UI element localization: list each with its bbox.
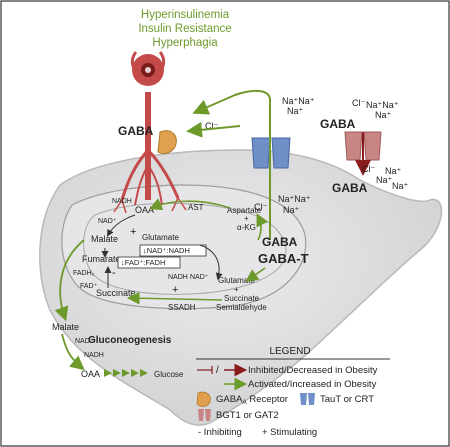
legend-bgt1: BGT1 or GAT2: [216, 410, 279, 421]
nad-top: NAD⁺: [98, 218, 117, 225]
legend-inhibiting: - Inhibiting: [198, 427, 242, 438]
plus-mid-sign: +: [172, 284, 178, 296]
legend-receptor-text: GABAA Receptor: [216, 394, 288, 406]
arrow-gaba-efflux: [192, 89, 271, 240]
gaba-a-receptor-icon: [157, 130, 177, 155]
legend-stimulating: + Stimulating: [262, 427, 317, 438]
legend-receptor-icon: [196, 391, 211, 407]
na-mid-2: Na⁺: [283, 205, 300, 215]
ratio-nad: ↓NAD⁺:NADH: [143, 246, 190, 255]
legend-bgt1-icon: [198, 409, 211, 421]
na-top-2: Na⁺: [287, 106, 304, 116]
plus-aspartate: +: [244, 214, 249, 223]
succinate-top: Succinate: [96, 288, 136, 298]
legend-inhibited: Inhibited/Decreased in Obesity: [248, 365, 378, 376]
arrow-cl-to-receptor: [186, 121, 241, 138]
gluconeogenesis: Gluconeogenesis: [88, 335, 172, 346]
malate-bottom: Malate: [52, 322, 79, 332]
legend-receptor-suffix: Receptor: [247, 394, 288, 405]
alpha-kg: α-KG: [237, 223, 256, 232]
legend-taut-icon: [300, 393, 315, 405]
na-top: Na⁺Na⁺: [282, 96, 315, 106]
nadh-mid: NADH: [168, 274, 188, 281]
fad: FAD⁺: [80, 283, 98, 290]
legend: LEGEND / Inhibited/Decreased in Obesity …: [196, 346, 390, 438]
gaba-label-right-top: GABA: [320, 117, 356, 131]
header-hyperinsulinemia: Hyperinsulinemia: [141, 9, 230, 21]
taut-crt-transporter-icon: [251, 137, 291, 169]
plus-mid: +: [234, 285, 239, 294]
header-hyperphagia: Hyperphagia: [152, 37, 218, 49]
arrow-ssadh: [126, 291, 223, 305]
cl-right-top: Cl⁻: [352, 98, 365, 108]
cl-label-receptor: Cl⁻: [205, 121, 218, 131]
minus-fumarate: -: [112, 267, 116, 279]
legend-slash: /: [216, 365, 219, 376]
arrow-oaa-malate: [107, 214, 136, 237]
legend-activated: Activated/Increased in Obesity: [248, 379, 377, 390]
semialdehyde: Semialdehyde: [216, 303, 267, 312]
glutamate-mid: Glutamate: [218, 276, 255, 285]
arrow-malate-exit: [54, 239, 85, 322]
cl-right-bottom: Cl⁻: [362, 164, 375, 174]
arrow-aspartate-to-oaa: [149, 198, 231, 210]
glucose: Glucose: [154, 370, 184, 379]
ssadh: SSADH: [168, 303, 196, 312]
legend-receptor-prefix: GABA: [216, 394, 243, 405]
na-right-top-2: Na⁺: [375, 110, 392, 120]
nad-bottom: NAD⁺: [75, 338, 94, 345]
legend-receptor-sub: A: [242, 399, 247, 406]
nadh-bottom: NADH: [84, 352, 104, 359]
gaba-t-label: GABA-T: [258, 251, 309, 266]
na-right-bottom-1: Na⁺: [385, 166, 402, 176]
gaba-label-receptor: GABA: [118, 124, 154, 138]
fadh2: FADH₂: [73, 270, 95, 277]
oaa-bottom: OAA: [81, 369, 100, 379]
succinate-semi: Succinate: [224, 294, 260, 303]
header-insulin-resistance: Insulin Resistance: [138, 23, 231, 35]
fumarate: Fumarate: [82, 254, 121, 264]
gaba-label-mid: GABA: [262, 235, 298, 249]
legend-title: LEGEND: [269, 346, 310, 357]
gluconeogenesis-chevrons: [104, 369, 148, 377]
plus-top: +: [130, 226, 136, 238]
gaba-label-right-bottom: GABA: [332, 181, 368, 195]
arrow-gaba-to-akg: [256, 213, 269, 241]
ast-label: AST: [188, 203, 204, 212]
neuron: [113, 51, 187, 214]
legend-taut: TauT or CRT: [320, 394, 374, 405]
mitochondrion-cristae: [83, 202, 287, 295]
glutamate-top: Glutamate: [142, 233, 179, 242]
na-mid-1: Na⁺Na⁺: [278, 194, 311, 204]
malate-top: Malate: [91, 234, 118, 244]
arrow-glutamate-loop: [199, 244, 223, 280]
ratio-fad: ↓FAD⁺:FADH: [121, 258, 165, 267]
nadh-top: NADH: [112, 198, 132, 205]
na-right-bottom-2: Na⁺: [376, 175, 393, 185]
ratio-nad-box: [139, 244, 207, 257]
na-right-bottom-3: Na⁺: [392, 181, 409, 191]
arrow-malate-oaa: [61, 333, 85, 371]
nad-mid: NAD⁺: [190, 274, 209, 281]
oaa-top: OAA: [135, 205, 154, 215]
na-right-top: Na⁺Na⁺: [366, 100, 399, 110]
ratio-fad-box: [117, 256, 181, 269]
aspartate: Aspartate: [227, 206, 262, 215]
cl-mid: Cl⁻: [254, 202, 267, 212]
arrow-gaba-t-to-glutamate: [245, 267, 266, 282]
